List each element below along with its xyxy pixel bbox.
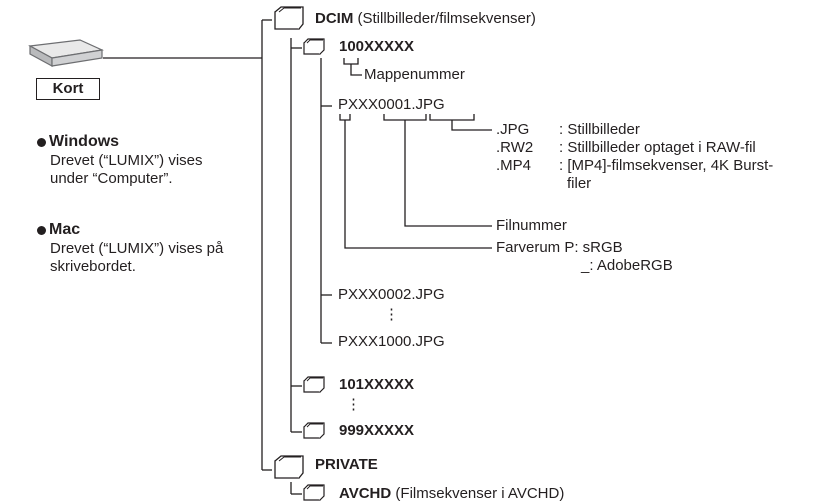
dcim-name: DCIM: [315, 10, 354, 27]
ext-jpg: .JPG: [496, 121, 530, 138]
folder-999-icon: [303, 422, 325, 439]
folder-101-icon: [303, 376, 325, 393]
windows-text-line2: under “Computer”.: [50, 170, 173, 187]
colorspace-adobe-label: _: AdobeRGB: [581, 257, 673, 274]
ext-mp4-desc: : [MP4]-filmsekvenser, 4K Burst-: [559, 157, 774, 174]
windows-text-line1: Drevet (“LUMIX”) vises: [50, 152, 203, 169]
file-0001-label: PXXX0001.JPG: [338, 96, 445, 113]
file-1000-label: PXXX1000.JPG: [338, 333, 445, 350]
folder-vdots: ⋮: [346, 396, 361, 413]
folder-101-label: 101XXXXX: [339, 376, 415, 393]
avchd-folder-icon: [303, 484, 325, 501]
folder-999-label: 999XXXXX: [339, 422, 415, 439]
mac-heading: Mac: [49, 221, 81, 238]
sd-card-icon: [28, 39, 104, 68]
dcim-label: DCIM (Stillbilleder/filmsekvenser): [315, 10, 536, 28]
avchd-desc: (Filmsekvenser i AVCHD): [395, 485, 565, 502]
folder-100-icon: [303, 38, 325, 55]
windows-heading: Windows: [49, 133, 120, 150]
mac-text-line2: skrivebordet.: [50, 258, 136, 275]
avchd-name: AVCHD: [339, 485, 392, 502]
private-label: PRIVATE: [315, 456, 378, 473]
dcim-folder-icon: [274, 6, 304, 30]
ext-mp4: .MP4: [496, 157, 532, 174]
file-0002-label: PXXX0002.JPG: [338, 286, 445, 303]
file-number-label: Filnummer: [496, 217, 567, 234]
folder-number-label: Mappenummer: [364, 66, 465, 83]
folder-100-label: 100XXXXX: [339, 38, 415, 55]
private-folder-icon: [274, 455, 304, 479]
mac-bullet-icon: [37, 226, 46, 235]
windows-bullet-icon: [37, 138, 46, 147]
ext-rw2: .RW2: [496, 139, 534, 156]
mac-text-line1: Drevet (“LUMIX”) vises på: [50, 240, 224, 257]
card-label: Kort: [36, 78, 100, 100]
file-vdots: ⋮: [384, 306, 399, 323]
ext-jpg-desc: : Stillbilleder: [559, 121, 640, 138]
dcim-desc: (Stillbilleder/filmsekvenser): [357, 10, 536, 27]
ext-mp4-desc-line2: filer: [567, 175, 592, 192]
colorspace-label: Farverum P: sRGB: [496, 239, 623, 256]
avchd-label: AVCHD (Filmsekvenser i AVCHD): [339, 485, 564, 503]
ext-rw2-desc: : Stillbilleder optaget i RAW-fil: [559, 139, 756, 156]
